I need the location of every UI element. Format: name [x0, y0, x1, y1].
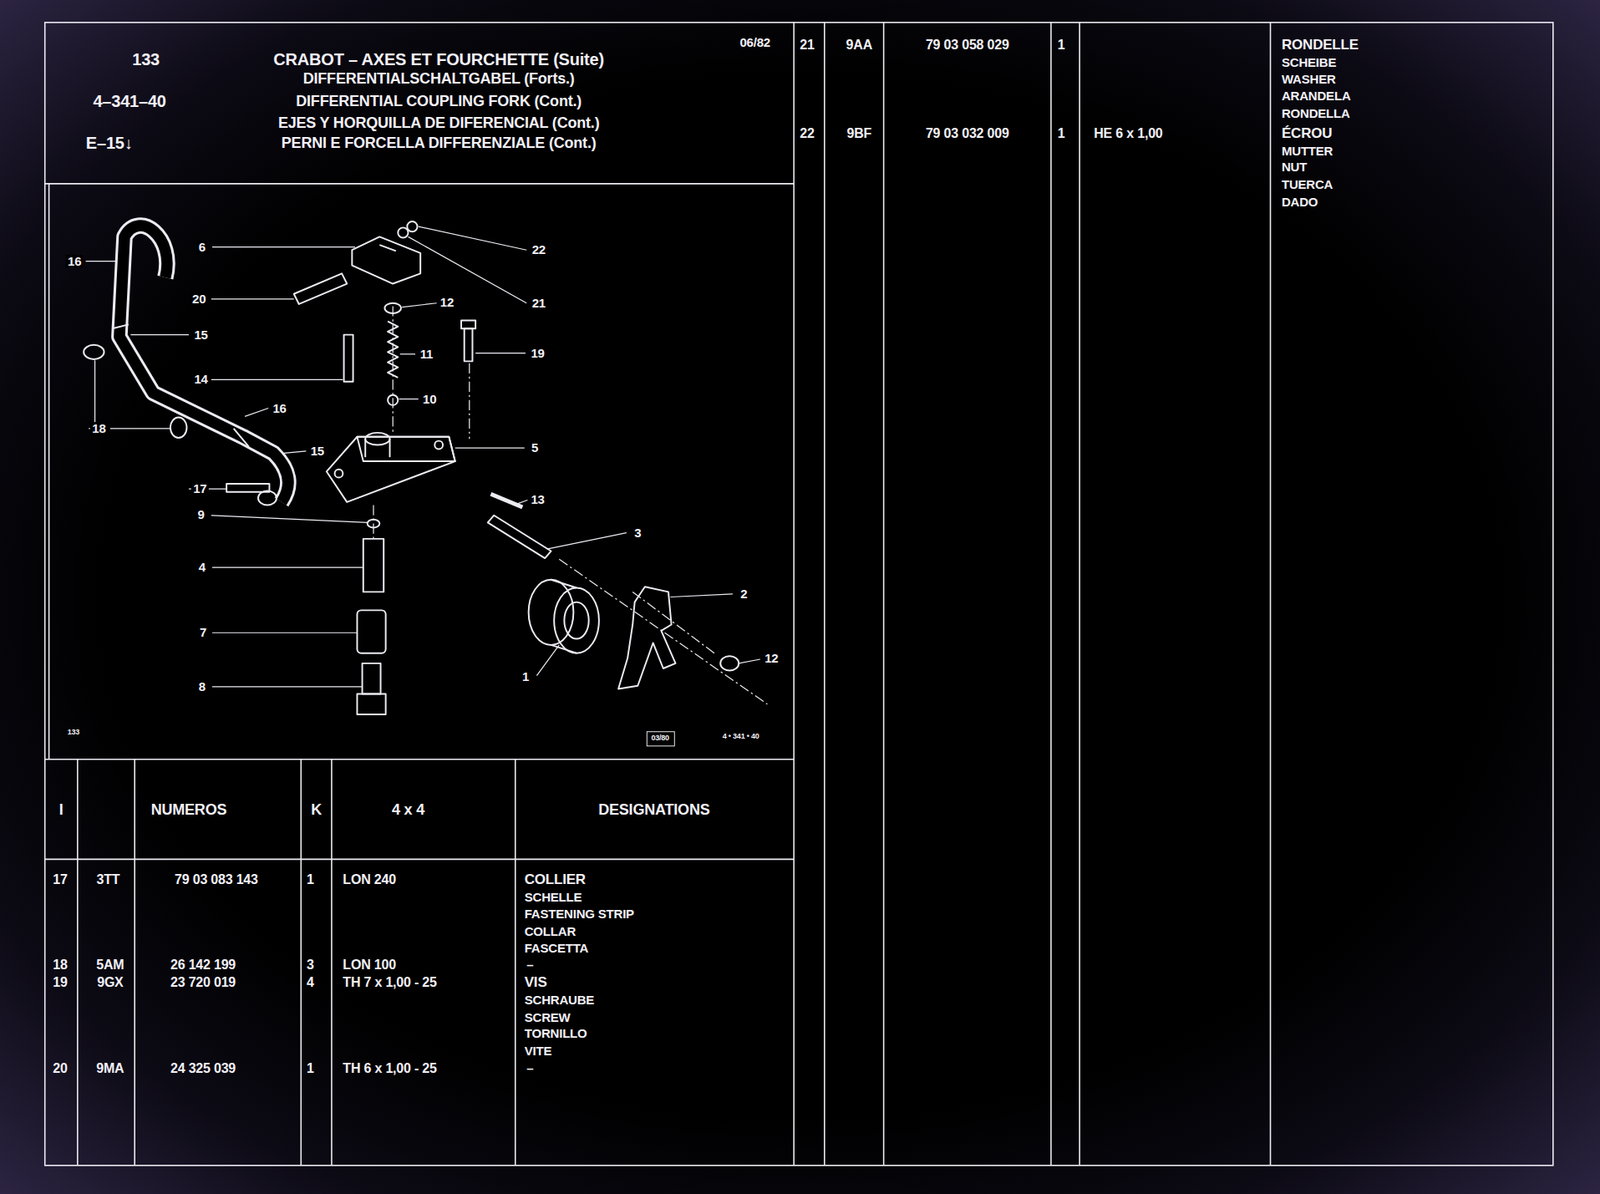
- table-text: 79 03 058 029: [925, 37, 1010, 52]
- table-text: ÉCROU: [1281, 126, 1332, 142]
- callout-number: 11: [418, 347, 435, 361]
- table-text: SCREW: [524, 1010, 571, 1025]
- table-text: 24 325 039: [170, 1061, 236, 1076]
- table-text: SCHEIBE: [1281, 55, 1336, 70]
- table-text: COLLAR: [524, 924, 576, 939]
- exploded-view: [83, 221, 767, 715]
- callout-number: 16: [66, 254, 83, 269]
- callout-number: 6: [197, 240, 208, 254]
- table-text: SCHELLE: [524, 890, 583, 905]
- callout-number: 12: [762, 651, 780, 666]
- table-text: HE 6 x 1,00: [1093, 126, 1163, 142]
- table-text: MUTTER: [1281, 144, 1333, 158]
- table-text: PERNI E FORCELLA DIFFERENZIALE (Cont.): [281, 135, 597, 152]
- callout-number: 5: [529, 441, 540, 455]
- table-text: K: [310, 801, 322, 818]
- table-text: 5AM: [96, 958, 124, 973]
- callout-number: 2: [738, 587, 749, 601]
- table-text: SCHRAUBE: [524, 993, 595, 1007]
- table-text: 4 • 341 • 40: [722, 732, 760, 741]
- callout-number: 8: [197, 680, 208, 694]
- table-text: VIS: [524, 975, 548, 991]
- callout-number: 21: [530, 296, 548, 310]
- table-text: 03/80: [650, 735, 670, 743]
- table-text: 79 03 032 009: [925, 126, 1010, 142]
- table-text: COLLIER: [524, 872, 586, 888]
- callout-number: 15: [309, 444, 326, 458]
- table-text: RONDELLA: [1281, 106, 1351, 121]
- table-text: 9AA: [846, 37, 873, 52]
- table-text: –: [526, 959, 534, 973]
- table-text: 1: [1057, 126, 1066, 142]
- callout-number: 9: [196, 507, 207, 522]
- page-title: CRABOT – AXES ET FOURCHETTE (Suite): [273, 50, 605, 68]
- table-text: NUMEROS: [151, 801, 228, 818]
- table-text: 1: [306, 872, 315, 887]
- table-text: DIFFERENTIALSCHALTGABEL (Forts.): [303, 71, 575, 87]
- table-text: 1: [306, 1061, 315, 1076]
- table-text: 1: [1057, 37, 1066, 52]
- callout-number: 3: [632, 526, 643, 540]
- table-text: 23 720 019: [170, 975, 236, 991]
- callout-number: 4: [197, 560, 208, 574]
- table-text: 9BF: [847, 126, 873, 142]
- table-text: TORNILLO: [524, 1026, 588, 1041]
- callout-number: 15: [192, 328, 209, 342]
- table-text: NUT: [1281, 160, 1307, 174]
- callout-number: 1: [520, 670, 531, 684]
- table-text: 17: [52, 872, 67, 887]
- table-frame: [45, 22, 1554, 1166]
- callout-number: 17: [191, 482, 209, 496]
- table-text: DESIGNATIONS: [598, 801, 710, 818]
- table-text: WASHER: [1281, 72, 1336, 87]
- callout-number: 10: [421, 392, 438, 407]
- table-text: I: [59, 801, 64, 818]
- callout-number: 22: [530, 243, 548, 257]
- table-text: EJES Y HORQUILLA DE DIFERENCIAL (Cont.): [278, 114, 600, 131]
- callout-number: 19: [528, 346, 546, 361]
- callout-number: 20: [190, 292, 208, 306]
- table-text: E–15↓: [86, 133, 133, 152]
- table-text: ARANDELA: [1281, 89, 1352, 103]
- table-text: 133: [132, 50, 160, 68]
- table-text: 9MA: [96, 1061, 124, 1076]
- callout-number: 7: [198, 625, 209, 640]
- table-text: 26 142 199: [170, 958, 236, 973]
- table-text: FASTENING STRIP: [524, 907, 635, 921]
- table-text: TH 7 x 1,00 - 25: [342, 975, 437, 991]
- table-text: RONDELLE: [1281, 37, 1359, 53]
- table-text: 20: [52, 1061, 67, 1076]
- table-text: 4 x 4: [391, 801, 425, 818]
- table-text: LON 240: [342, 872, 397, 887]
- table-text: 9GX: [96, 975, 123, 991]
- table-text: 3TT: [96, 872, 121, 887]
- table-text: VITE: [524, 1044, 553, 1058]
- table-text: 21: [799, 37, 814, 52]
- table-text: 133: [67, 728, 80, 737]
- table-text: 22: [799, 126, 814, 142]
- table-text: 18: [52, 958, 67, 973]
- table-text: LON 100: [342, 958, 397, 973]
- callout-number: 14: [192, 372, 209, 387]
- table-text: 06/82: [739, 35, 771, 50]
- table-text: 19: [52, 975, 67, 991]
- table-text: 79 03 083 143: [174, 872, 259, 887]
- table-text: –: [526, 1061, 534, 1076]
- table-text: DADO: [1281, 195, 1318, 209]
- table-text: DIFFERENTIAL COUPLING FORK (Cont.): [295, 92, 582, 109]
- callout-number: 13: [528, 493, 546, 508]
- table-text: 4–341–40: [92, 91, 166, 110]
- callout-number: 12: [438, 295, 456, 310]
- table-text: TH 6 x 1,00 - 25: [342, 1061, 437, 1076]
- table-text: 4: [306, 975, 315, 991]
- table-text: 3: [306, 958, 315, 973]
- table-text: TUERCA: [1281, 177, 1333, 192]
- callout-number: 16: [270, 401, 288, 416]
- table-text: FASCETTA: [524, 941, 589, 955]
- callout-number: 18: [90, 421, 107, 436]
